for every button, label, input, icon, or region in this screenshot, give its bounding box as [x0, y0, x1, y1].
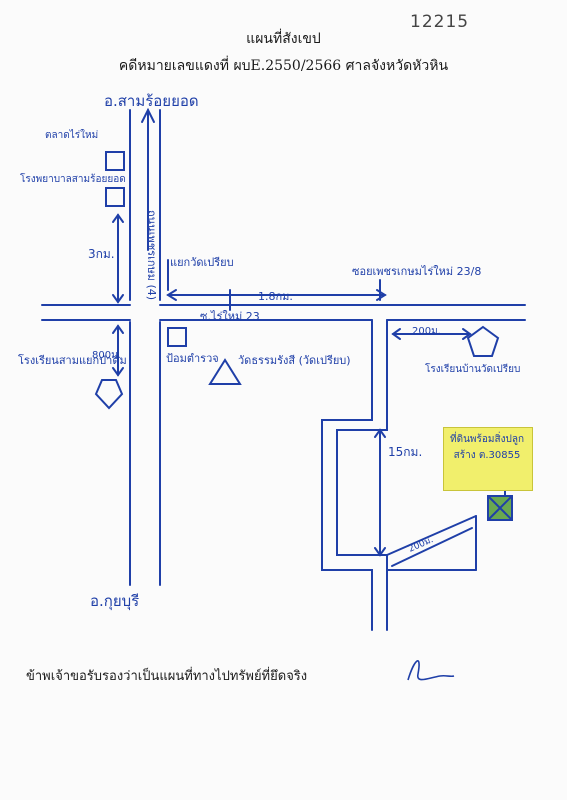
- police-box-label: ป้อมตำรวจ: [166, 352, 219, 365]
- police-box-icon: [167, 327, 187, 347]
- market-label: ตลาดไร่ใหม่: [45, 129, 98, 141]
- junction-label: แยกวัดเปรียบ: [170, 256, 234, 269]
- access-road-north: [386, 515, 477, 556]
- signature-mark: [407, 660, 455, 681]
- south-destination-label: อ.กุยบุรี: [90, 592, 139, 611]
- school-east-label: โรงเรียนบ้านวัดเปรียบ: [425, 362, 520, 375]
- school-south-label: โรงเรียนสามแยกป่าตุ้ม: [18, 353, 127, 367]
- soi-west-edge: [321, 319, 373, 631]
- school-hexagon-icon: [94, 379, 124, 410]
- case-number-line: คดีหมายเลขแดงที่ ผบE.2550/2566 ศาลจังหวั…: [118, 58, 449, 74]
- hospital-square-icon: [105, 187, 125, 207]
- distance-pentagon-label: 200ม.: [412, 326, 441, 337]
- temple-label: วัดธรรมรังสี (วัดเปรียบ): [238, 354, 351, 367]
- distance-east-label: 1.8กม.: [258, 290, 293, 303]
- side-road-label: ซ.ไร่ใหม่ 23: [200, 310, 260, 323]
- distance-south-label: 800ม.: [92, 350, 121, 361]
- target-cross-2: [487, 495, 513, 521]
- soi-sign-label: ซอยเพชรเกษมไร่ใหม่ 23/8: [352, 265, 481, 278]
- target-property-label: ที่ดินพร้อมสิ่งปลูกสร้าง ต.30855: [450, 434, 524, 461]
- school-pentagon-icon: [466, 325, 500, 357]
- soi-east-edge: [336, 319, 388, 631]
- distance-soi-label: 15กม.: [388, 445, 422, 459]
- distance-north-label: 3กม.: [88, 247, 115, 261]
- document-title: แผนที่สังเขป: [246, 31, 321, 47]
- hospital-label: โรงพยาบาลสามร้อยยอด: [20, 172, 126, 185]
- target-highlight: [443, 427, 533, 491]
- route-arrow-head: [141, 107, 155, 123]
- distance-diagonal-arrow: [391, 527, 473, 567]
- stamp-number: 12215: [410, 12, 470, 32]
- main-road-label: ถนนเพชรเกษม (4): [145, 210, 158, 300]
- north-destination-label: อ.สามร้อยยอด: [104, 92, 199, 110]
- certification-line: ข้าพเจ้าขอรับรองว่าเป็นแผนที่ทางไปทรัพย์…: [26, 669, 308, 684]
- temple-triangle-icon: [208, 358, 242, 385]
- market-square-icon: [105, 151, 125, 171]
